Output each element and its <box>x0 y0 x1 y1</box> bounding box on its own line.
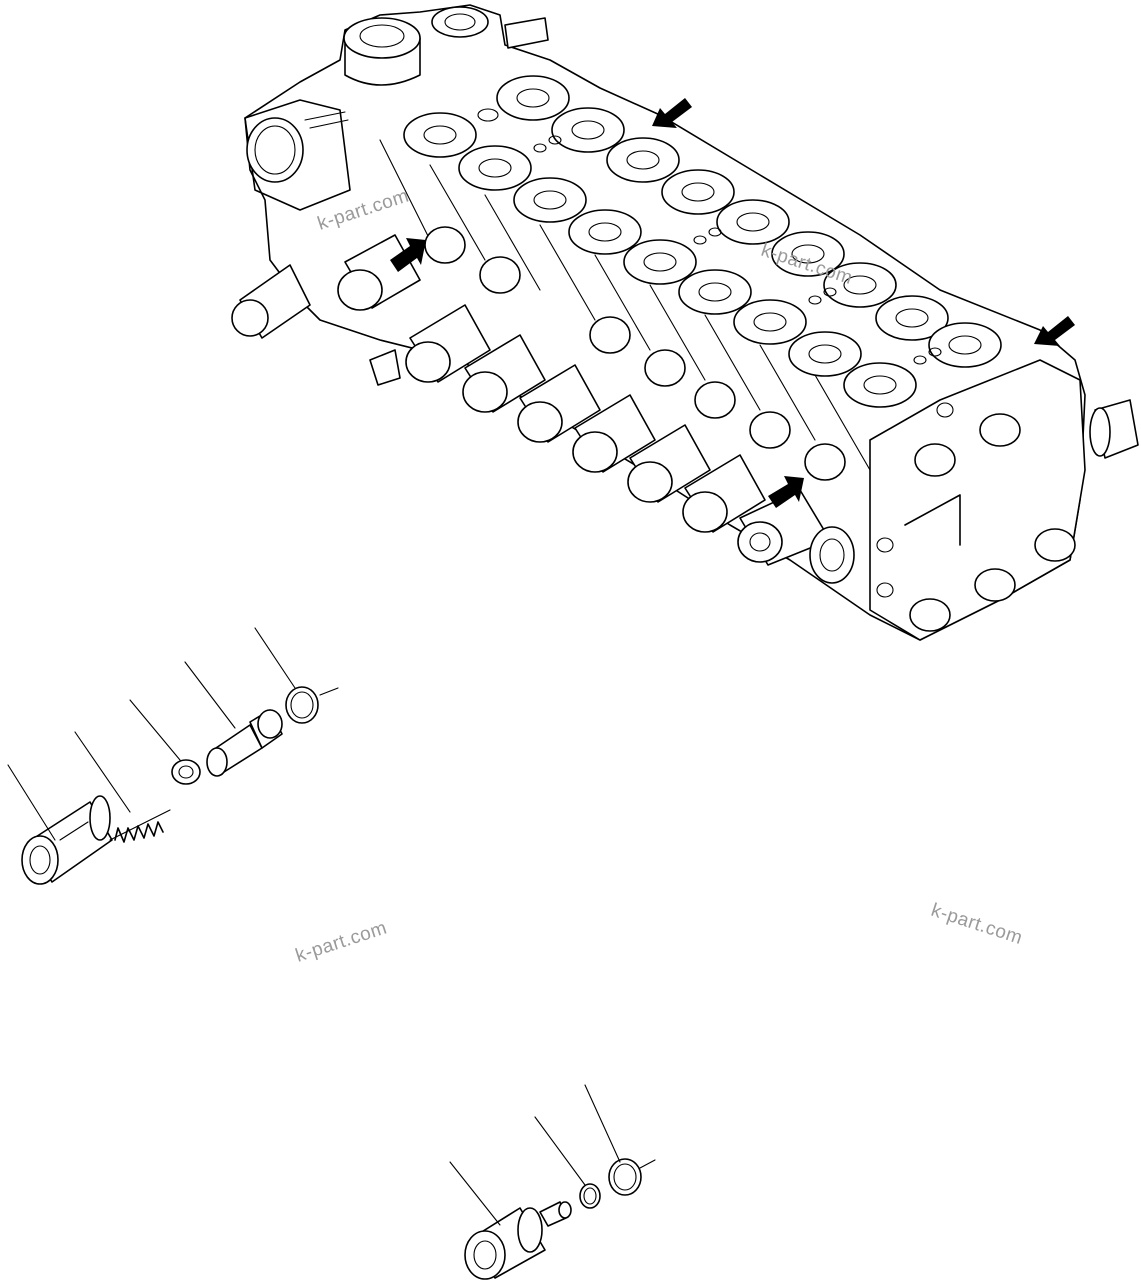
arrow-icon <box>768 476 804 508</box>
relief-valve-exploded <box>7 627 339 885</box>
spring-icon <box>109 809 171 843</box>
hex-nuts <box>424 226 846 481</box>
watermark: k-part.com <box>293 918 390 967</box>
arrow-icon <box>652 98 692 128</box>
arrow-icon <box>1034 316 1075 346</box>
arrow-icon <box>390 238 426 272</box>
port-pads <box>403 75 1002 408</box>
check-valve-exploded <box>449 1084 656 1280</box>
watermark: k-part.com <box>928 900 1025 949</box>
